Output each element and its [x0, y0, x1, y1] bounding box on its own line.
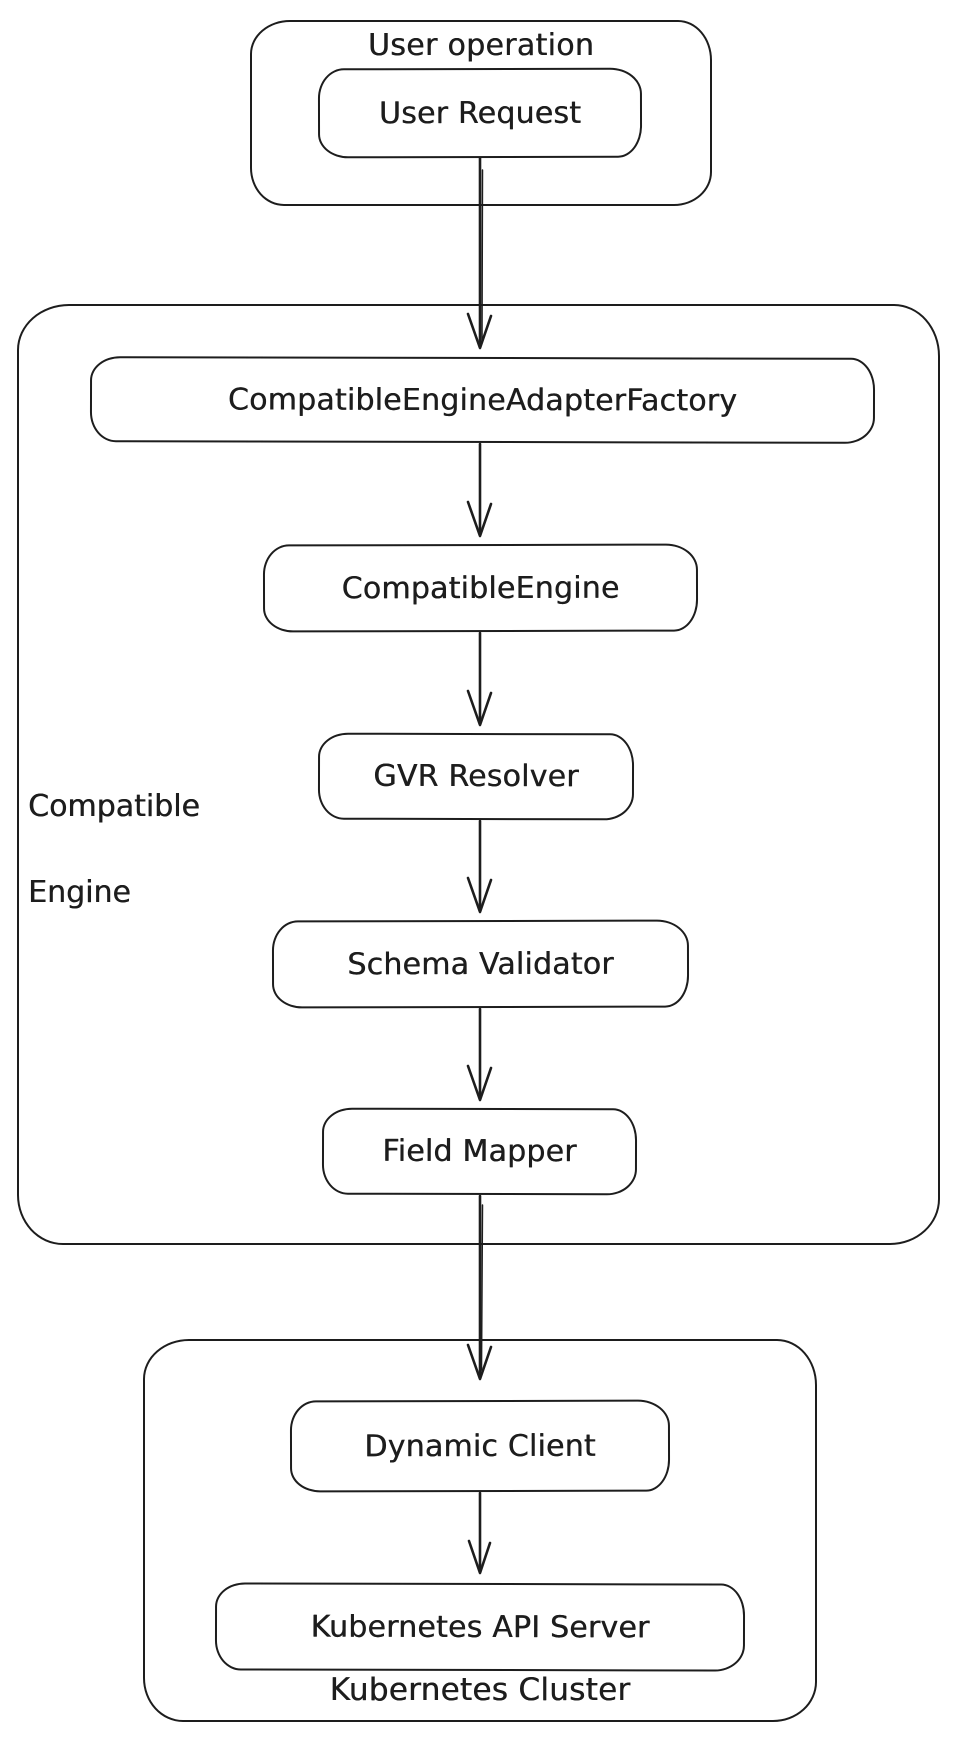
compatible-engine-group-label-line1: Compatible: [28, 789, 200, 824]
user-operation-group-label: User operation: [367, 28, 595, 63]
compatible-engine-adapter-factory-node: CompatibleEngineAdapterFactory: [89, 356, 876, 444]
kubernetes-api-server-node: Kubernetes API Server: [214, 1582, 746, 1672]
compatible-engine-group: [17, 304, 940, 1245]
field-mapper-node: Field Mapper: [321, 1107, 638, 1196]
kubernetes-api-server-label: Kubernetes API Server: [310, 1609, 650, 1645]
compatible-engine-adapter-factory-label: CompatibleEngineAdapterFactory: [227, 381, 738, 419]
dynamic-client-label: Dynamic Client: [364, 1428, 596, 1464]
user-request-node: User Request: [317, 67, 643, 159]
schema-validator-node: Schema Validator: [271, 919, 690, 1009]
compatible-engine-group-label: Compatible Engine: [28, 742, 278, 914]
gvr-resolver-label: GVR Resolver: [373, 758, 579, 795]
gvr-resolver-node: GVR Resolver: [317, 732, 635, 821]
kubernetes-cluster-group-label: Kubernetes Cluster: [329, 1672, 631, 1708]
schema-validator-label: Schema Validator: [347, 946, 614, 982]
field-mapper-label: Field Mapper: [382, 1133, 577, 1170]
compatible-engine-node: CompatibleEngine: [262, 543, 699, 633]
user-request-label: User Request: [378, 95, 582, 131]
compatible-engine-label: CompatibleEngine: [341, 570, 620, 606]
compatible-engine-group-label-line2: Engine: [28, 875, 131, 910]
dynamic-client-node: Dynamic Client: [289, 1399, 671, 1493]
